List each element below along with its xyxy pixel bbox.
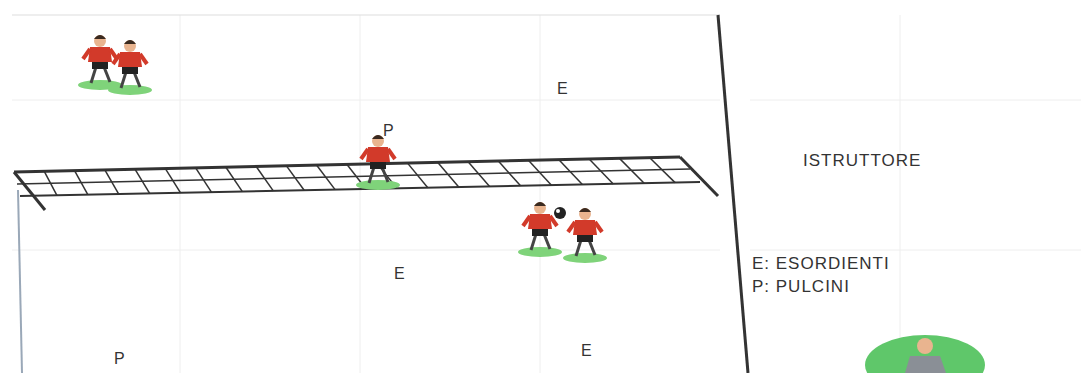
- group-letter: P: [114, 350, 125, 368]
- group-letter: E: [394, 265, 405, 283]
- group-letter: E: [581, 342, 592, 360]
- group-letter: E: [557, 80, 568, 98]
- legend-text: P: PULCINI: [752, 278, 850, 297]
- role-label: ISTRUTTORE: [803, 152, 921, 171]
- group-letter: P: [383, 122, 394, 140]
- legend-text: E: ESORDIENTI: [752, 255, 890, 274]
